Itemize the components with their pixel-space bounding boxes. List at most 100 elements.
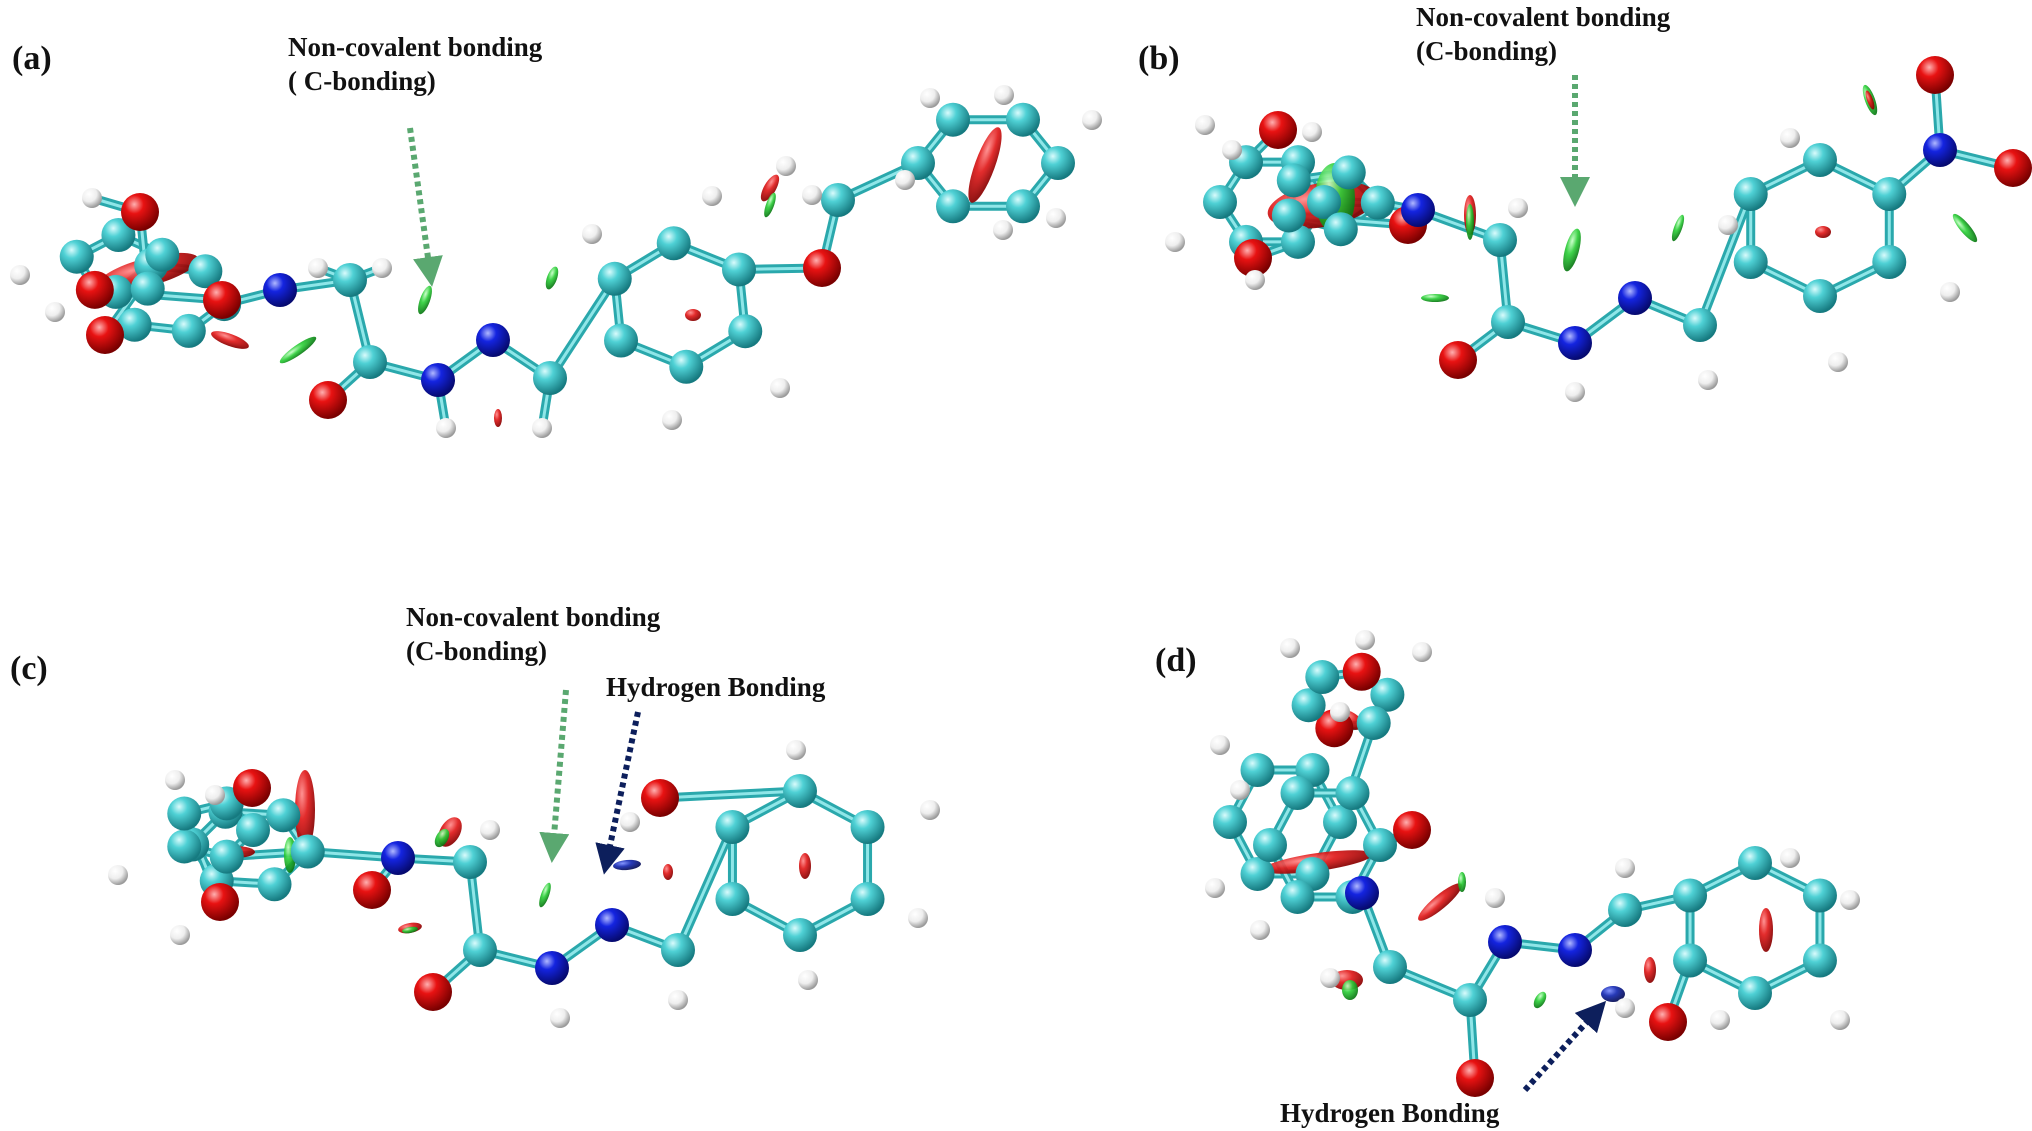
vdw-surface xyxy=(545,266,559,290)
steric-surface xyxy=(663,864,673,880)
annotation-line: Non-covalent bonding xyxy=(288,32,543,62)
hbond-surface xyxy=(613,859,641,871)
carbon-atom xyxy=(1491,305,1525,339)
oxygen-atom xyxy=(86,316,124,354)
vdw-surface xyxy=(1671,214,1685,242)
hydrogen-atom xyxy=(1280,638,1300,658)
steric-surface xyxy=(799,853,811,879)
carbon-atom xyxy=(1006,102,1040,137)
carbon-atom xyxy=(266,798,301,833)
hydrogen-atom xyxy=(1046,208,1066,228)
hydrogen-atom xyxy=(1615,858,1635,878)
oxygen-atom xyxy=(1649,1003,1687,1041)
bond-highlight xyxy=(548,277,617,380)
nitrogen-atom xyxy=(1345,876,1379,910)
carbon-atom xyxy=(1802,943,1837,978)
nitrogen-atom xyxy=(1488,925,1522,959)
hydrogen-atom xyxy=(1355,630,1375,650)
hydrogen-atom xyxy=(1205,878,1225,898)
atoms xyxy=(1165,56,2032,402)
carbon-atom xyxy=(1213,805,1247,839)
carbon-atom xyxy=(1453,983,1487,1017)
c-bonding-arrow xyxy=(407,127,443,287)
carbon-atom xyxy=(1281,224,1315,259)
carbon-atom xyxy=(353,345,387,379)
steric-surface xyxy=(1418,883,1462,921)
hydrogen-atom xyxy=(10,265,30,285)
hydrogen-atom xyxy=(1565,382,1585,402)
hydrogen-atom xyxy=(1250,920,1270,940)
carbon-atom xyxy=(1483,223,1517,257)
carbon-atom xyxy=(167,829,202,864)
oxygen-atom xyxy=(201,883,239,921)
nitrogen-atom xyxy=(1923,133,1957,167)
hydrogen-atom xyxy=(994,85,1014,105)
nitrogen-atom xyxy=(535,951,569,985)
hydrogen-atom xyxy=(205,785,225,805)
carbon-atom xyxy=(1373,950,1407,984)
carbon-atom xyxy=(821,183,855,217)
hydrogen-atom xyxy=(532,418,552,438)
nitrogen-atom xyxy=(1618,281,1652,315)
vdw-surface xyxy=(279,336,317,364)
panel-b-molecule xyxy=(1165,56,2032,402)
carbon-atom xyxy=(1006,189,1040,224)
hydrogen-atom xyxy=(1245,270,1265,290)
hydrogen-atom xyxy=(1330,702,1350,722)
carbon-atom xyxy=(1305,660,1340,695)
hydrogen-atom xyxy=(1710,1010,1730,1030)
carbon-atom xyxy=(1280,776,1315,811)
steric-surface xyxy=(1865,90,1875,110)
hydrogen-atom xyxy=(1210,735,1230,755)
oxygen-atom xyxy=(803,249,841,287)
carbon-atom xyxy=(715,810,750,844)
annotation-line: Non-covalent bonding xyxy=(406,602,661,632)
carbon-atom xyxy=(290,834,325,869)
hydrogen-atom xyxy=(1718,215,1738,235)
carbon-atom xyxy=(1307,185,1341,219)
steric-surface xyxy=(968,127,1002,203)
panel-d-molecule xyxy=(1205,630,1860,1097)
carbon-atom xyxy=(463,933,497,967)
carbon-atom xyxy=(236,813,270,847)
hydrogen-atom xyxy=(662,410,682,430)
oxygen-atom xyxy=(1994,149,2032,187)
carbon-atom xyxy=(1803,279,1837,313)
steric-surface xyxy=(685,309,701,321)
panel-c-label: (c) xyxy=(10,650,48,687)
hydrogen-atom xyxy=(372,258,392,278)
hydrogen-atom xyxy=(1195,115,1215,135)
h-bonding-arrow xyxy=(1522,1000,1607,1093)
vdw-surface xyxy=(1952,213,1978,243)
carbon-atom xyxy=(661,933,695,967)
carbon-atom xyxy=(117,307,152,342)
nitrogen-atom xyxy=(421,363,455,397)
carbon-atom xyxy=(936,102,970,137)
vdw-surface xyxy=(764,192,776,218)
carbon-atom xyxy=(783,918,817,952)
carbon-atom xyxy=(59,239,94,274)
oxygen-atom xyxy=(1259,111,1297,149)
hydrogen-atom xyxy=(908,908,928,928)
hydrogen-atom xyxy=(436,418,456,438)
annotation-line: ( C-bonding) xyxy=(288,66,436,96)
vdw-surface xyxy=(402,926,418,934)
hydrogen-atom xyxy=(170,925,190,945)
annotation-line: Hydrogen Bonding xyxy=(606,672,826,702)
h-bonding-arrow xyxy=(595,711,641,875)
carbon-atom xyxy=(101,218,136,253)
hydrogen-atom xyxy=(1302,122,1322,142)
hydrogen-atom xyxy=(165,770,185,790)
panel-a-label: (a) xyxy=(12,40,52,77)
panel-b-annotation: Non-covalent bonding (C-bonding) xyxy=(1416,0,1670,68)
carbon-atom xyxy=(850,810,885,844)
carbon-atom xyxy=(188,254,223,289)
vdw-surface xyxy=(418,285,432,315)
carbon-atom xyxy=(1323,212,1358,247)
carbon-atom xyxy=(715,882,750,916)
oxygen-atom xyxy=(1916,56,1954,94)
vdw-surface xyxy=(1421,294,1449,302)
nitrogen-atom xyxy=(476,323,510,357)
carbon-atom xyxy=(257,867,292,902)
